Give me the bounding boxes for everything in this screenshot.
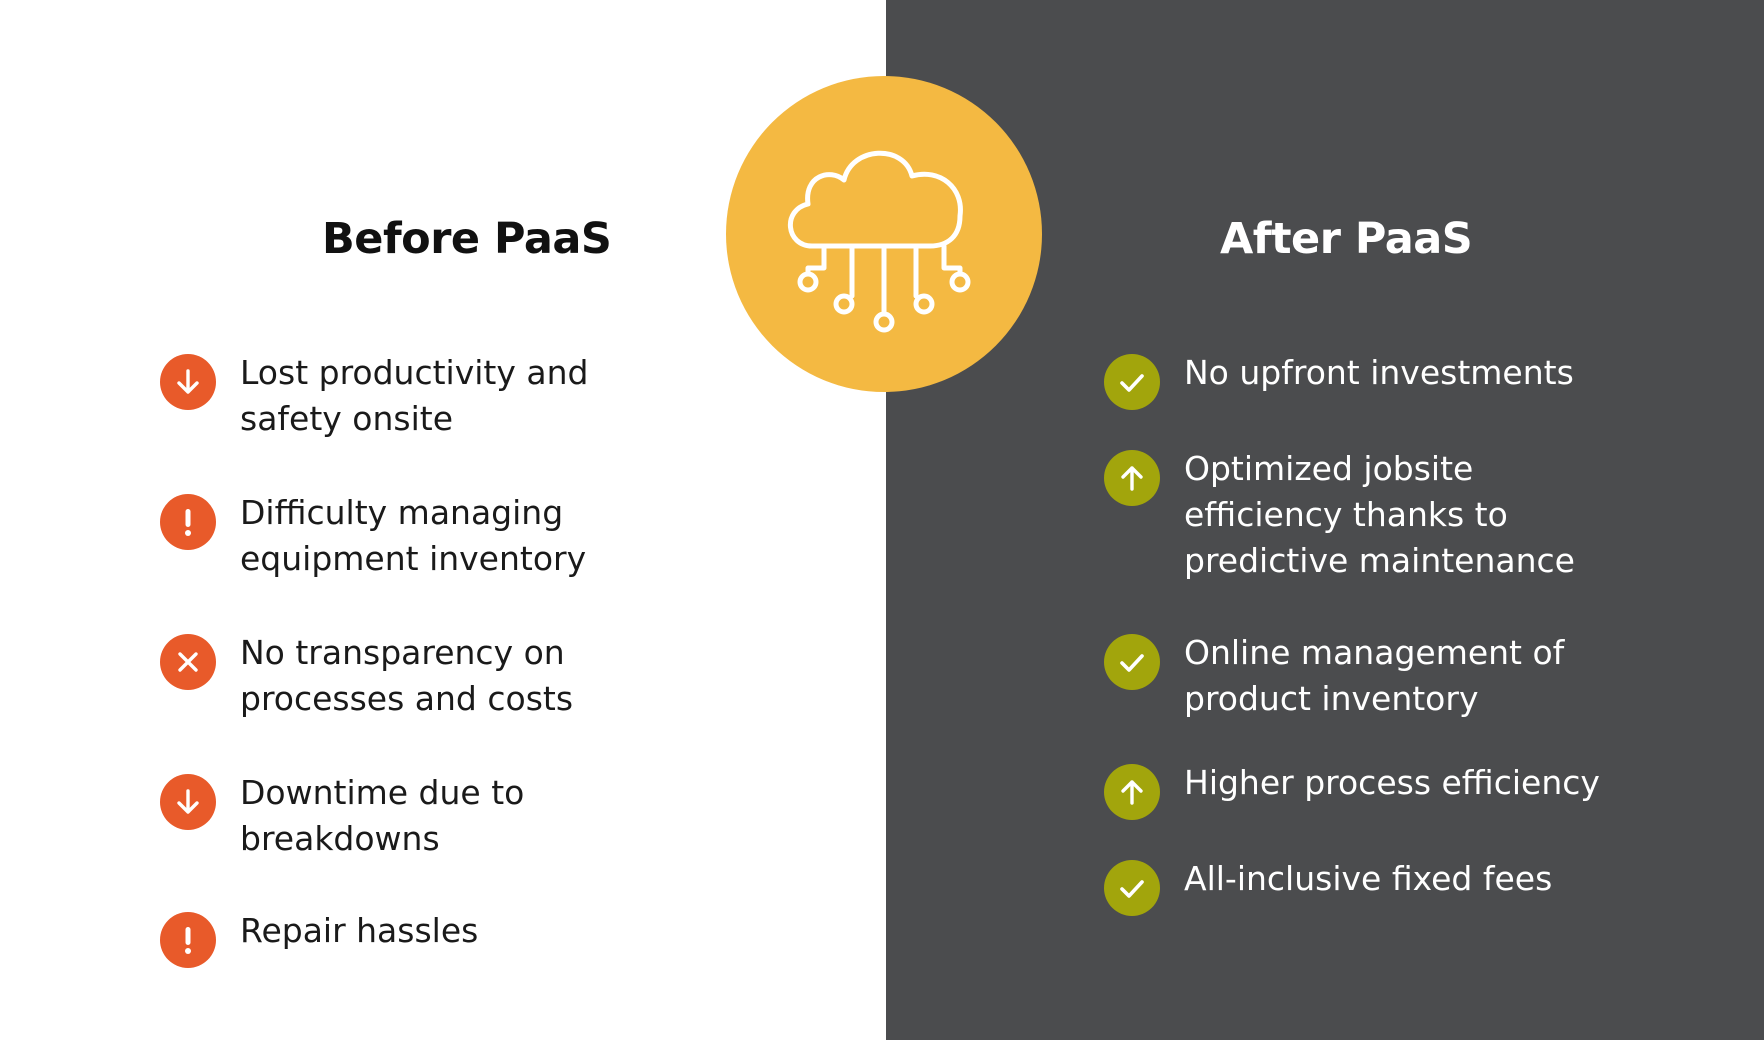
list-item: Online management of product inventory: [1104, 630, 1664, 722]
cloud-badge: [726, 76, 1042, 392]
arrow-down-icon: [160, 774, 216, 830]
list-item: Downtime due to breakdowns: [160, 770, 720, 862]
list-item-text: Repair hassles: [240, 911, 479, 950]
list-item: Repair hassles: [160, 908, 720, 968]
list-item-text: Downtime due to breakdowns: [240, 773, 525, 858]
arrow-down-icon: [160, 354, 216, 410]
after-panel: [886, 0, 1764, 1040]
exclamation-icon: [160, 494, 216, 550]
cloud-circuit-icon: [788, 150, 971, 333]
list-item-text: Difficulty managing equipment inventory: [240, 493, 587, 578]
check-icon: [1104, 634, 1160, 690]
check-icon: [1104, 860, 1160, 916]
list-item: Higher process efficiency: [1104, 760, 1664, 820]
x-icon: [160, 634, 216, 690]
list-item: All-inclusive fixed fees: [1104, 856, 1664, 916]
list-item-text: Higher process efficiency: [1184, 763, 1600, 802]
list-item-text: Lost productivity and safety onsite: [240, 353, 589, 438]
list-item-text: Optimized jobsite efficiency thanks to p…: [1184, 449, 1575, 580]
check-icon: [1104, 354, 1160, 410]
list-item: Difficulty managing equipment inventory: [160, 490, 720, 582]
list-item-text: All-inclusive fixed fees: [1184, 859, 1553, 898]
list-item: No transparency on processes and costs: [160, 630, 720, 722]
list-item: Lost productivity and safety onsite: [160, 350, 720, 442]
list-item: No upfront investments: [1104, 350, 1664, 410]
list-item: Optimized jobsite efficiency thanks to p…: [1104, 446, 1664, 584]
exclamation-icon: [160, 912, 216, 968]
list-item-text: No upfront investments: [1184, 353, 1574, 392]
arrow-up-icon: [1104, 450, 1160, 506]
arrow-up-icon: [1104, 764, 1160, 820]
list-item-text: No transparency on processes and costs: [240, 633, 574, 718]
list-item-text: Online management of product inventory: [1184, 633, 1565, 718]
before-title: Before PaaS: [322, 214, 612, 264]
after-title: After PaaS: [1220, 214, 1473, 264]
